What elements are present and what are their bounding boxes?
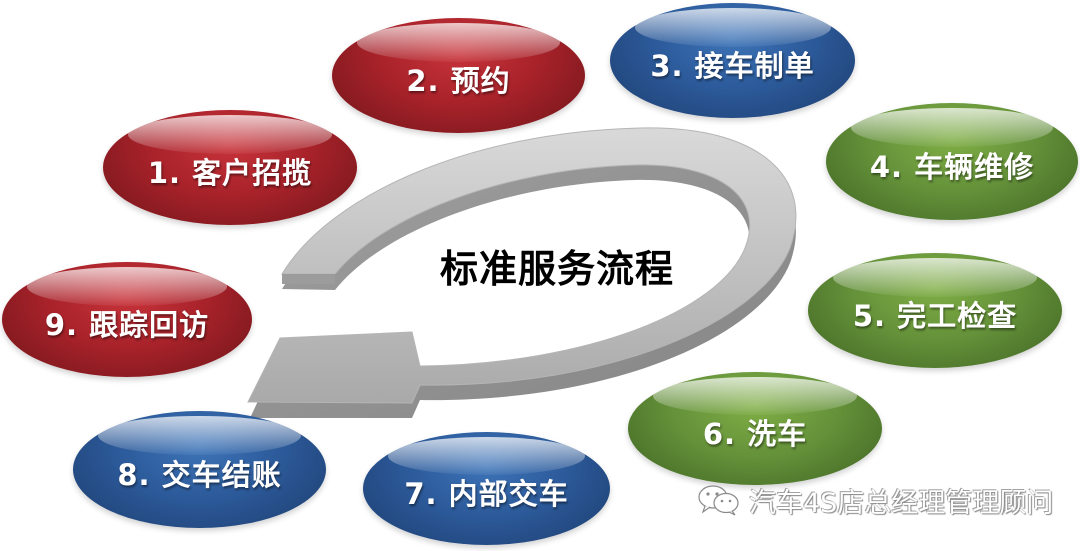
- step-9-follow-up-visit[interactable]: 9. 跟踪回访: [2, 262, 252, 377]
- step-7-internal-handover[interactable]: 7. 内部交车: [363, 432, 610, 545]
- watermark-text: 汽车4S店总经理管理顾问: [749, 487, 1054, 519]
- step-2-appointment[interactable]: 2. 预约: [332, 18, 585, 133]
- watermark: 汽车4S店总经理管理顾问: [697, 482, 1054, 519]
- step-label: 8. 交车结账: [117, 457, 282, 492]
- step-4-vehicle-repair[interactable]: 4. 车辆维修: [826, 103, 1078, 220]
- step-label: 9. 跟踪回访: [44, 307, 210, 342]
- diagram-title: 标准服务流程: [439, 247, 674, 291]
- step-label: 1. 客户招揽: [147, 155, 313, 190]
- step-3-vehicle-reception[interactable]: 3. 接车制单: [610, 3, 855, 118]
- step-label: 3. 接车制单: [650, 48, 815, 83]
- step-label: 7. 内部交车: [404, 476, 569, 511]
- step-label: 4. 车辆维修: [869, 149, 1035, 184]
- step-6-car-wash[interactable]: 6. 洗车: [628, 372, 882, 485]
- step-label: 2. 预约: [406, 63, 511, 98]
- step-8-delivery-checkout[interactable]: 8. 交车结账: [73, 411, 326, 528]
- wechat-icon: [698, 485, 739, 516]
- step-1-customer-acquisition[interactable]: 1. 客户招揽: [103, 110, 357, 225]
- step-label: 6. 洗车: [702, 416, 808, 451]
- step-5-completion-inspection[interactable]: 5. 完工检查: [808, 253, 1062, 368]
- step-label: 5. 完工检查: [852, 298, 1018, 333]
